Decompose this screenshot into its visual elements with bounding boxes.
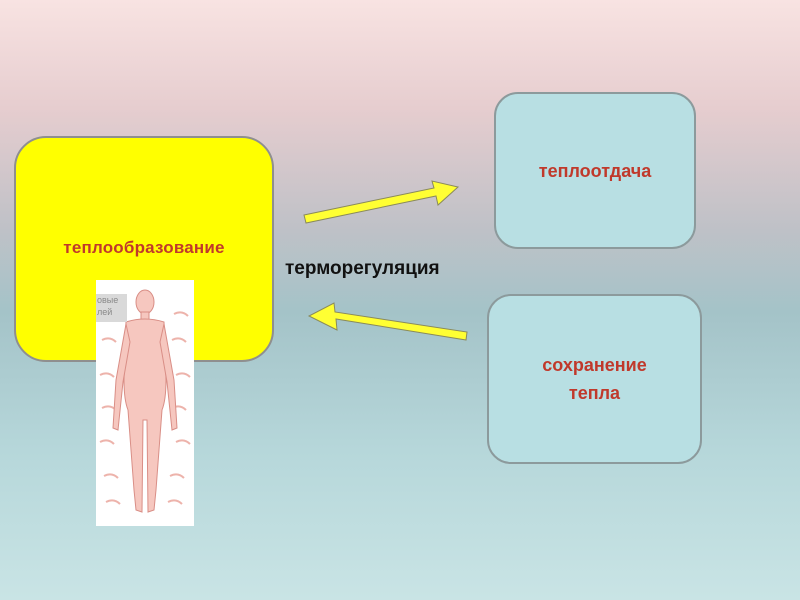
heat-conservation-line2: тепла: [568, 383, 621, 403]
thermoregulation-label: терморегуляция: [285, 258, 440, 279]
heat-conservation-label: сохранение тепла: [542, 351, 646, 407]
heat-production-label: теплообразование: [63, 238, 225, 257]
heat-conservation-box: сохранение тепла: [487, 294, 702, 464]
heat-release-label: теплоотдача: [538, 160, 652, 181]
figure-caption: овые лей: [96, 294, 127, 322]
arrow-to-heat-release: [303, 180, 460, 224]
human-figure-image: овые лей: [96, 280, 194, 526]
heat-conservation-line1: сохранение: [542, 355, 647, 375]
body-silhouette: [112, 289, 178, 513]
heat-release-box: теплоотдача: [494, 92, 696, 249]
arrow-to-heat-production: [307, 302, 468, 341]
